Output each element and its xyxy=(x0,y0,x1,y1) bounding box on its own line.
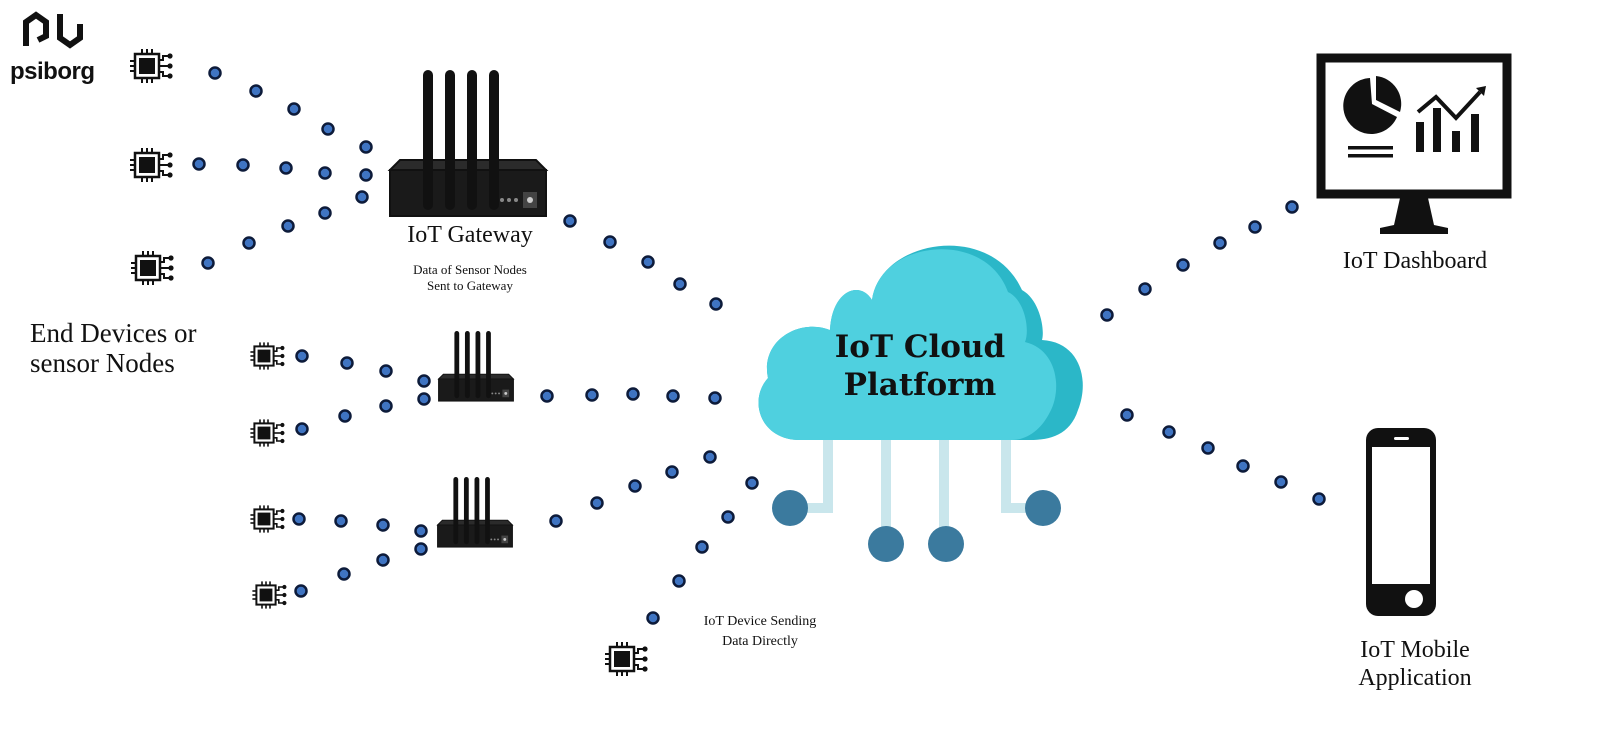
cloud-platform-title: IoT Cloud Platform xyxy=(800,328,1040,404)
connection-dot xyxy=(672,574,686,588)
sensor-node-6-chip-icon xyxy=(249,504,286,534)
connection-dot xyxy=(540,389,554,403)
iot-gateway-2-router-icon xyxy=(438,330,514,402)
connection-dot xyxy=(628,479,642,493)
connection-dot xyxy=(1248,220,1262,234)
connection-dot xyxy=(1213,236,1227,250)
end-devices-label-line2: sensor Nodes xyxy=(30,348,175,378)
iot-gateway-3-router-icon xyxy=(437,476,513,548)
psiborg-logo-text: psiborg xyxy=(10,58,95,85)
connection-dot xyxy=(340,356,354,370)
connection-dot xyxy=(287,102,301,116)
connection-dot xyxy=(249,84,263,98)
end-devices-label-line1: End Devices or xyxy=(30,318,197,348)
connection-dot xyxy=(745,476,759,490)
connection-dot xyxy=(590,496,604,510)
mobile-app-label-line2: Application xyxy=(1358,665,1472,691)
connection-dot xyxy=(1274,475,1288,489)
connection-dot xyxy=(334,514,348,528)
connection-dot xyxy=(208,66,222,80)
connection-dot xyxy=(279,161,293,175)
gateway-caption-line1: Data of Sensor Nodes xyxy=(413,262,527,277)
cloud-title-line1: IoT Cloud xyxy=(834,329,1006,365)
connection-dot xyxy=(236,158,250,172)
mobile-app-label-line1: IoT Mobile xyxy=(1360,637,1470,663)
connection-dot xyxy=(201,256,215,270)
connection-dot xyxy=(295,422,309,436)
connection-dot xyxy=(359,140,373,154)
cloud-title-line2: Platform xyxy=(843,367,997,403)
sensor-node-5-chip-icon xyxy=(249,418,286,448)
connection-dot xyxy=(337,567,351,581)
connection-dot xyxy=(1120,408,1134,422)
connection-dot xyxy=(295,349,309,363)
gateway-title: IoT Gateway xyxy=(407,222,533,248)
connection-dot xyxy=(1312,492,1326,506)
connection-dot xyxy=(1201,441,1215,455)
connection-dot xyxy=(192,157,206,171)
sensor-node-4-chip-icon xyxy=(249,341,286,371)
connection-dot xyxy=(585,388,599,402)
connection-dot xyxy=(703,450,717,464)
connection-dot xyxy=(646,611,660,625)
connection-dot xyxy=(1236,459,1250,473)
dotted-connections xyxy=(192,66,1326,625)
connection-dot xyxy=(603,235,617,249)
connection-dot xyxy=(376,518,390,532)
connection-dot xyxy=(379,364,393,378)
end-devices-label: End Devices or sensor Nodes xyxy=(30,318,196,378)
connection-dot xyxy=(1162,425,1176,439)
direct-device-caption-line2: Data Directly xyxy=(722,634,798,649)
connection-dot xyxy=(695,540,709,554)
connection-dot xyxy=(1176,258,1190,272)
connection-dot xyxy=(709,297,723,311)
connection-dot xyxy=(708,391,722,405)
connection-dot xyxy=(563,214,577,228)
direct-device-caption-line1: IoT Device Sending xyxy=(703,614,817,629)
connection-dot xyxy=(242,236,256,250)
iot-dashboard-monitor-icon xyxy=(1316,53,1512,234)
iot-gateway-main-router-icon xyxy=(389,69,547,217)
connection-dot xyxy=(359,168,373,182)
direct-iot-device-chip-icon xyxy=(603,640,649,678)
direct-device-caption: IoT Device Sending Data Directly xyxy=(670,612,850,652)
connection-dot xyxy=(414,542,428,556)
connection-dot xyxy=(1100,308,1114,322)
mobile-app-label: IoT Mobile Application xyxy=(1310,636,1520,692)
connection-dot xyxy=(355,190,369,204)
gateway-caption-line2: Sent to Gateway xyxy=(427,278,513,293)
connection-dot xyxy=(626,387,640,401)
connection-dot xyxy=(641,255,655,269)
sensor-node-2-chip-icon xyxy=(128,146,174,184)
sensor-node-7-chip-icon xyxy=(251,580,288,610)
gateway-caption: Data of Sensor Nodes Sent to Gateway xyxy=(370,262,570,294)
connection-dot xyxy=(1138,282,1152,296)
iot-mobile-smartphone-icon xyxy=(1366,428,1436,616)
connection-dot xyxy=(1285,200,1299,214)
connection-dot xyxy=(321,122,335,136)
connection-dot xyxy=(721,510,735,524)
connection-dot xyxy=(292,512,306,526)
connection-dot xyxy=(294,584,308,598)
connection-dot xyxy=(665,465,679,479)
connection-dot xyxy=(281,219,295,233)
sensor-node-1-chip-icon xyxy=(128,47,174,85)
connection-dot xyxy=(318,206,332,220)
connection-dot xyxy=(338,409,352,423)
connection-dot xyxy=(379,399,393,413)
connection-dot xyxy=(318,166,332,180)
iot-cloud-platform-icon xyxy=(758,245,1083,562)
connection-dot xyxy=(417,392,431,406)
psiborg-logo-mark-icon xyxy=(23,11,83,49)
connection-dot xyxy=(673,277,687,291)
connection-dot xyxy=(376,553,390,567)
connection-dot xyxy=(549,514,563,528)
connection-dot xyxy=(417,374,431,388)
dashboard-label: IoT Dashboard xyxy=(1342,248,1488,274)
connection-dot xyxy=(414,524,428,538)
sensor-node-3-chip-icon xyxy=(129,249,175,287)
connection-dot xyxy=(666,389,680,403)
